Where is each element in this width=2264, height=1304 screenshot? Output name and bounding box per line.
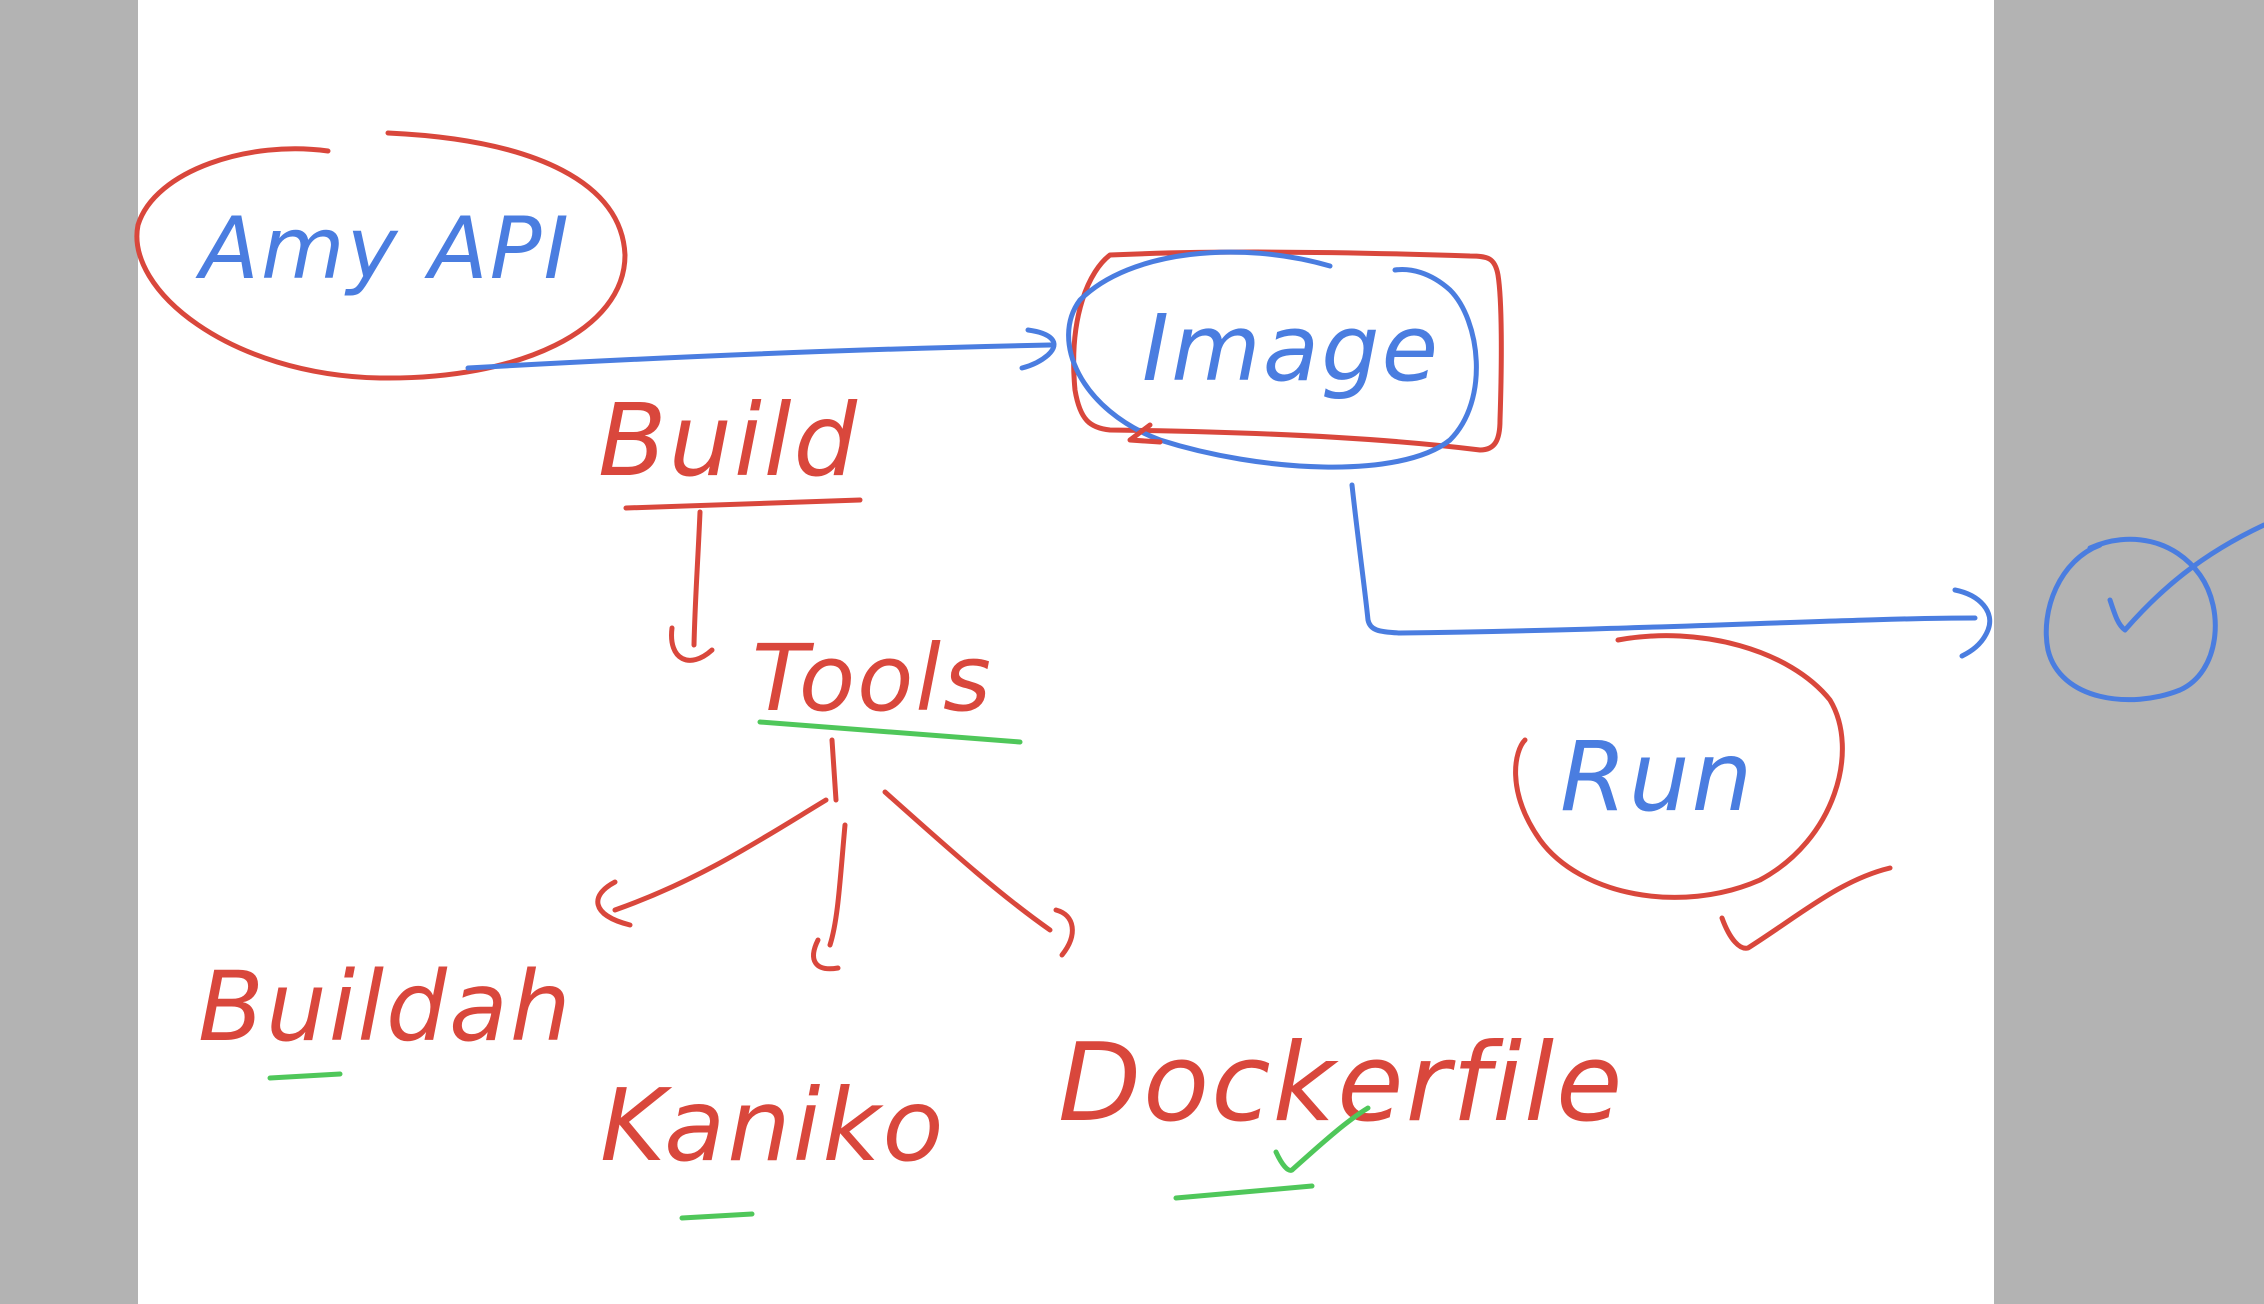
image-ellipse [1066,249,1479,470]
check-circle-icon [2043,522,2264,703]
run-arrow [1349,482,1993,659]
kaniko-label: Kaniko [600,1067,946,1184]
image-node: Image [1066,249,1504,470]
dockerfile-node: Dockerfile [1058,1021,1623,1201]
buildah-underline [267,1071,343,1081]
any-api-label: Amy API [195,199,571,299]
branch-to-dockerfile [882,789,1053,933]
buildah-node: Buildah [198,951,573,1081]
any-api-node: Amy API [134,130,628,381]
branch-to-buildah-head [595,879,633,928]
build-to-tools-arrowhead [669,625,715,663]
run-arrow-head [1952,587,1993,659]
run-arrow-line [1349,482,1978,636]
build-to-tools-arrow [691,509,703,648]
buildah-label: Buildah [198,951,573,1063]
build-underline [623,497,863,511]
kaniko-underline [679,1211,755,1221]
build-arrow-head [1019,327,1057,371]
check-mark [2107,522,2264,633]
check-circle [2043,536,2218,703]
build-arrow [465,327,1057,371]
branch-to-dockerfile-head [1053,907,1075,958]
branch-to-kaniko-head [811,937,841,972]
build-label: Build [598,382,859,499]
tools-node: Tools [595,625,1075,972]
run-node: Run [1513,633,1893,951]
dockerfile-underline [1173,1183,1315,1201]
build-group: Build [598,382,863,663]
whiteboard-page [138,0,1994,1304]
kaniko-node: Kaniko [600,1067,946,1221]
branch-to-kaniko [827,822,848,948]
tools-label: Tools [752,625,993,732]
image-return-tick [1127,422,1163,445]
run-ellipse [1513,633,1845,900]
build-arrow-line [465,342,1053,371]
image-label: Image [1142,295,1440,402]
any-api-ellipse [134,130,628,381]
dockerfile-checkmark [1273,1105,1371,1173]
tools-underline [757,719,1023,745]
run-label: Run [1560,721,1754,833]
image-box [1071,249,1504,453]
branch-to-buildah [612,797,829,913]
tools-stem [829,737,839,803]
run-checkmark [1719,865,1893,951]
